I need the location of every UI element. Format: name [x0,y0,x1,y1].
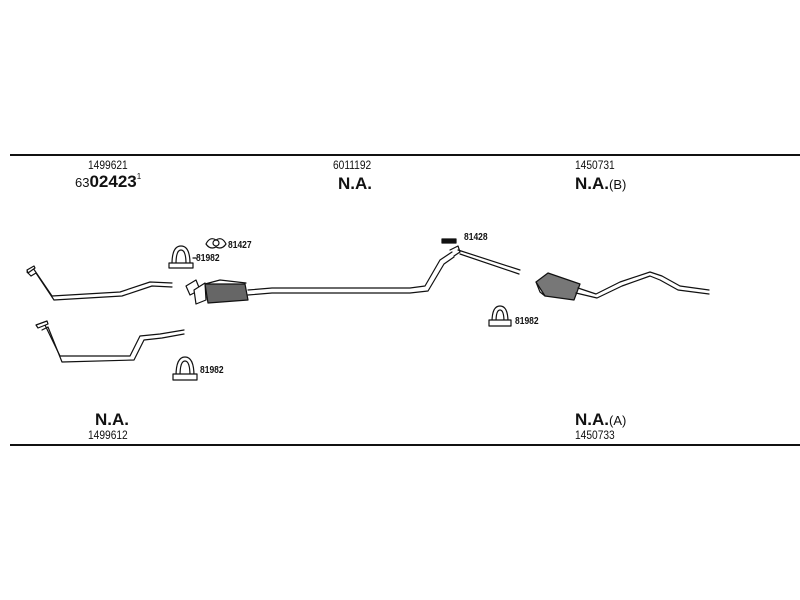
rear-status-a: N.A.(A) [575,410,626,430]
u-bolt-clamp-top [168,245,194,269]
rear-status-text: N.A. [575,174,609,193]
rear-part-number: 1450731 [575,158,615,172]
callout-81982-right: 81982 [515,316,539,327]
center-pipe [247,245,521,296]
rear-tail-pipe [575,271,710,299]
rear-status-a-text: N.A. [575,410,609,429]
front-pipe-b-status: N.A. [95,410,129,429]
u-bolt-clamp-right [488,305,512,327]
code-main: 02423 [89,172,137,191]
callout-81428: 81428 [464,232,488,243]
center-muffler [185,279,249,305]
top-divider-line [10,154,800,156]
gasket-flange [205,238,227,249]
rear-variant-a: (A) [609,413,627,428]
front-pipe-upper [26,265,173,301]
hanger-rubber [441,238,457,244]
center-part-number: 6011192 [333,158,372,172]
front-pipe-code: 63024231 [75,172,141,192]
front-pipe-lower [35,320,185,363]
rear-a-part-number: 1450733 [575,428,615,442]
callout-81982-top: 81982 [196,253,220,264]
callout-81427: 81427 [228,240,252,251]
rear-variant: (B) [609,177,627,192]
front-pipe-part-number: 1499621 [88,158,128,172]
front-pipe-b-part-number: 1499612 [88,428,128,442]
code-suffix: 1 [136,172,142,181]
bottom-divider-line [10,444,800,446]
rear-status: N.A.(B) [575,174,626,194]
u-bolt-clamp-bottom [172,356,198,381]
callout-81982-bottom: 81982 [200,365,224,376]
rear-muffler [535,272,581,301]
code-prefix: 63 [75,175,90,190]
center-status: N.A. [338,174,372,193]
